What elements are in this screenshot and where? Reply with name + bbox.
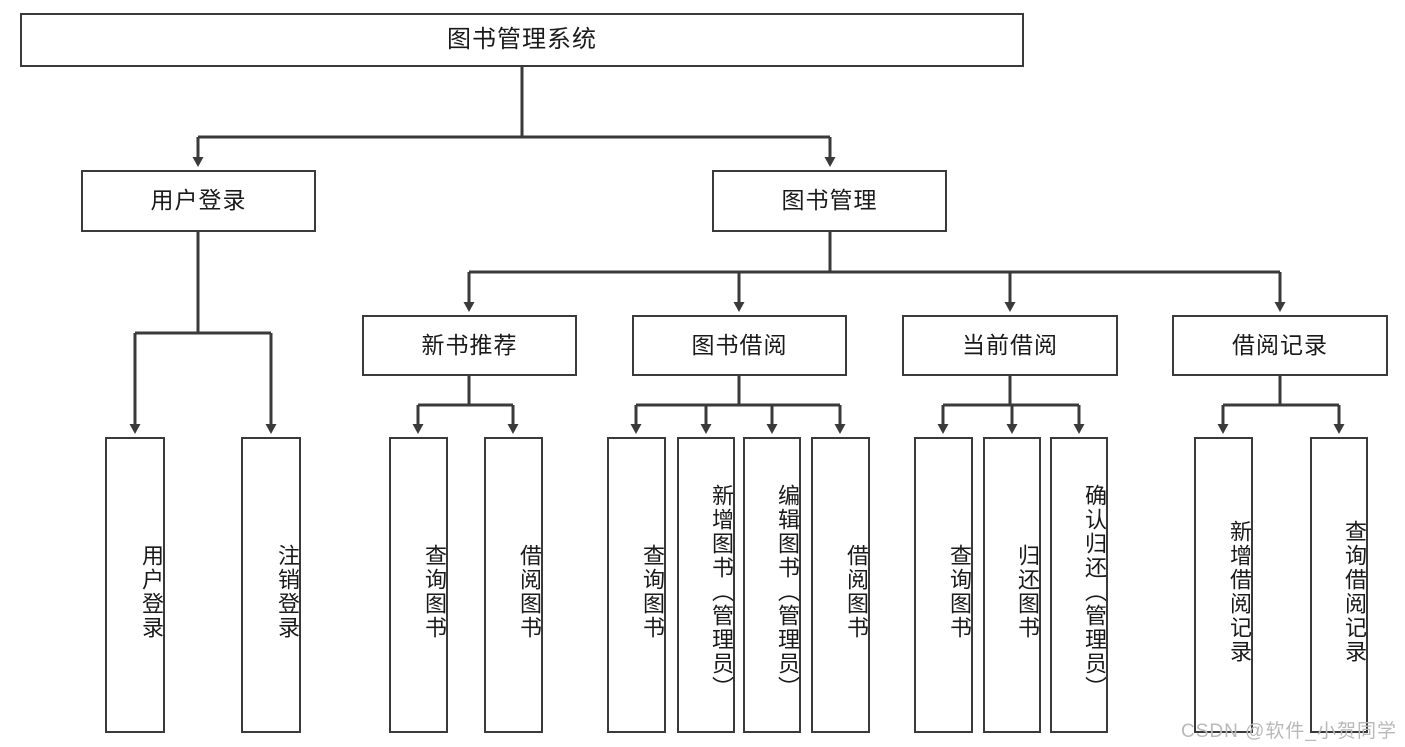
leaf-user-login-login[interactable]: 用户登录 xyxy=(105,437,165,733)
leaf-label: 查询图书 xyxy=(640,544,665,640)
leaf-label: 查询图书 xyxy=(422,544,447,640)
node-book-borrowing[interactable]: 图书借阅 xyxy=(632,315,847,376)
leaf-label: 确认归还（管理员） xyxy=(1082,484,1107,700)
leaf-label: 查询借阅记录 xyxy=(1342,520,1367,664)
leaf-borrow-borrow-book[interactable]: 借阅图书 xyxy=(811,437,870,733)
leaf-borrow-query-book[interactable]: 查询图书 xyxy=(607,437,666,733)
leaf-label: 新增借阅记录 xyxy=(1227,520,1252,664)
leaf-current-return-book[interactable]: 归还图书 xyxy=(983,437,1041,733)
leaf-borrow-edit-book-admin[interactable]: 编辑图书（管理员） xyxy=(743,437,801,733)
leaf-new-book-query-book[interactable]: 查询图书 xyxy=(389,437,448,733)
leaf-label: 借阅图书 xyxy=(844,544,869,640)
node-new-book-recommendation[interactable]: 新书推荐 xyxy=(362,315,577,376)
node-book-management[interactable]: 图书管理 xyxy=(712,170,947,232)
leaf-label: 查询图书 xyxy=(947,544,972,640)
leaf-user-login-logout[interactable]: 注销登录 xyxy=(241,437,301,733)
leaf-label: 用户登录 xyxy=(139,544,164,640)
leaf-label: 归还图书 xyxy=(1015,544,1040,640)
leaf-label: 新增图书（管理员） xyxy=(709,484,734,700)
watermark-text: CSDN @软件_小贺同学 xyxy=(1181,721,1397,742)
node-user-login[interactable]: 用户登录 xyxy=(81,170,316,232)
node-root-book-management-system[interactable]: 图书管理系统 xyxy=(20,13,1024,67)
leaf-record-add-borrow-record[interactable]: 新增借阅记录 xyxy=(1194,437,1253,733)
leaf-label: 编辑图书（管理员） xyxy=(775,484,800,700)
leaf-label: 借阅图书 xyxy=(517,544,542,640)
node-borrowing-record[interactable]: 借阅记录 xyxy=(1172,315,1388,376)
leaf-label: 注销登录 xyxy=(275,544,300,640)
leaf-current-query-book[interactable]: 查询图书 xyxy=(914,437,973,733)
leaf-borrow-add-book-admin[interactable]: 新增图书（管理员） xyxy=(677,437,735,733)
leaf-record-query-borrow-record[interactable]: 查询借阅记录 xyxy=(1310,437,1368,733)
node-current-borrowing[interactable]: 当前借阅 xyxy=(902,315,1118,376)
leaf-new-book-borrow-book[interactable]: 借阅图书 xyxy=(484,437,543,733)
leaf-current-confirm-return-admin[interactable]: 确认归还（管理员） xyxy=(1050,437,1108,733)
